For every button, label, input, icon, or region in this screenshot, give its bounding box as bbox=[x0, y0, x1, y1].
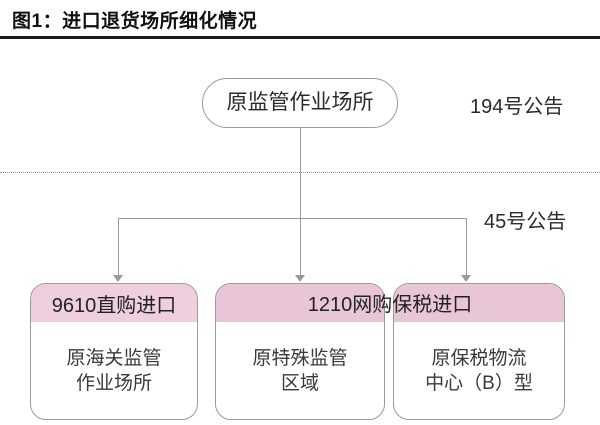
card-9610-body: 原海关监管 作业场所 bbox=[31, 322, 197, 419]
card-1210-special-supervision-area[interactable]: 原特殊监管 区域 bbox=[215, 283, 385, 420]
card-1210-b-body: 原保税物流 中心（B）型 bbox=[394, 322, 564, 419]
card-1210-bonded-logistics-center-b[interactable]: 原保税物流 中心（B）型 bbox=[393, 283, 565, 420]
card-9610-header: 9610直购进口 bbox=[31, 284, 197, 322]
arrow-head-right-icon bbox=[461, 275, 471, 282]
card-1210-a-header bbox=[216, 284, 384, 322]
connector-root-to-middle bbox=[300, 128, 301, 276]
card-1210-b-header bbox=[394, 284, 564, 322]
card-1210-b-body-line-2: 中心（B）型 bbox=[425, 372, 533, 394]
card-1210-a-body-line-1: 原特殊监管 bbox=[252, 347, 348, 369]
annotation-announcement-194: 194号公告 bbox=[470, 96, 564, 118]
connector-branch-bus bbox=[118, 218, 466, 219]
page-title: 图1：进口退货场所细化情况 bbox=[12, 11, 258, 32]
node-original-supervision-site[interactable]: 原监管作业场所 bbox=[202, 78, 398, 128]
connector-branch-left bbox=[118, 218, 119, 276]
card-9610-body-line-2: 作业场所 bbox=[75, 372, 152, 394]
flow-diagram: 原监管作业场所 9610直购进口 原海关监管 作业场所 原特殊监管 区域 bbox=[0, 38, 600, 425]
arrow-head-middle-icon bbox=[295, 275, 305, 282]
title-divider bbox=[0, 36, 600, 39]
connector-branch-right bbox=[466, 218, 467, 276]
arrow-head-left-icon bbox=[113, 275, 123, 282]
card-1210-a-body: 原特殊监管 区域 bbox=[216, 322, 384, 419]
card-9610-direct-purchase-import[interactable]: 9610直购进口 原海关监管 作业场所 bbox=[30, 283, 198, 420]
node-root-label: 原监管作业场所 bbox=[226, 90, 374, 114]
card-1210-a-body-line-2: 区域 bbox=[280, 372, 319, 394]
card-9610-body-line-1: 原海关监管 bbox=[66, 347, 162, 369]
annotation-announcement-45: 45号公告 bbox=[484, 211, 567, 233]
card-1210-b-body-line-1: 原保税物流 bbox=[431, 347, 527, 369]
title-bar: 图1：进口退货场所细化情况 bbox=[0, 0, 600, 39]
